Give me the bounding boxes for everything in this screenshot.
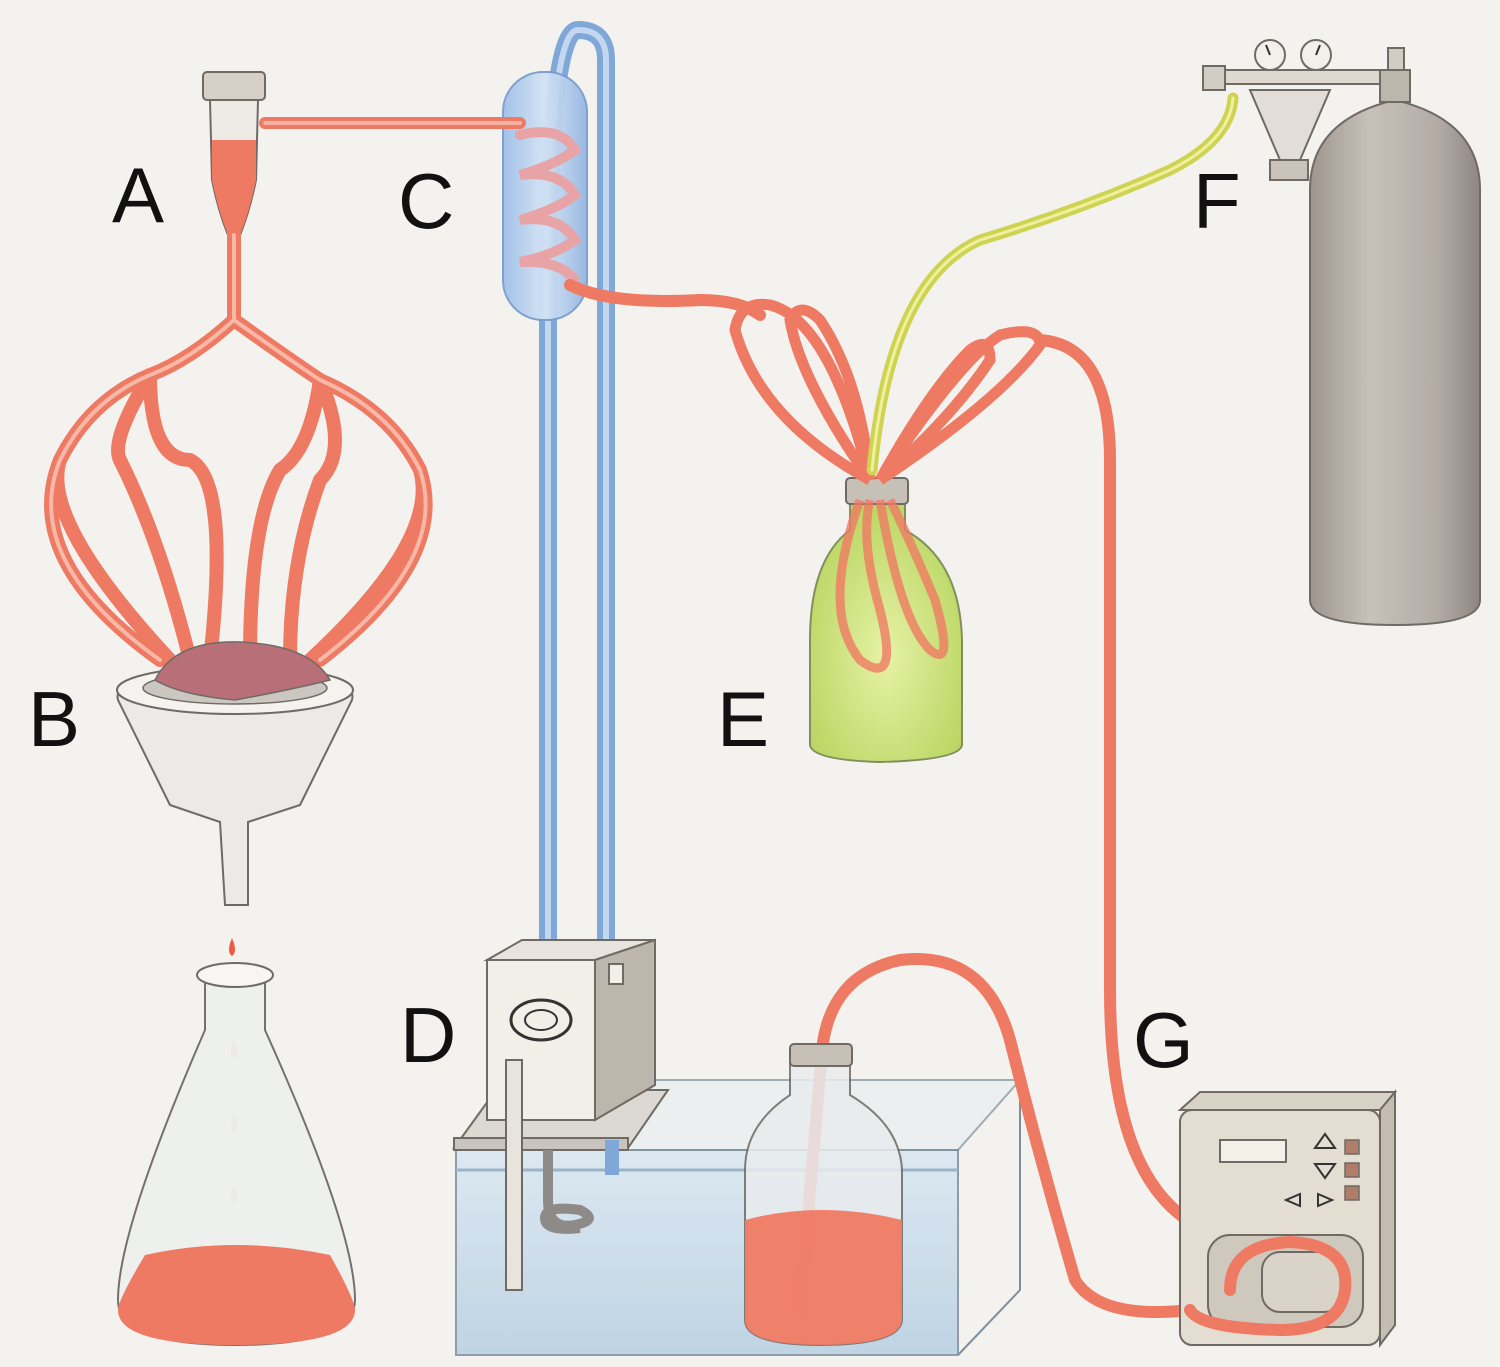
pump-tubing-loop xyxy=(1184,1235,1352,1337)
gas-cylinder xyxy=(1309,47,1481,627)
label-c: C xyxy=(398,157,454,245)
oxygenator-bottle xyxy=(729,298,1046,764)
label-b: B xyxy=(28,675,80,763)
collection-flask xyxy=(116,962,357,1347)
label-g: G xyxy=(1133,996,1194,1084)
label-f: F xyxy=(1193,157,1241,245)
reservoir-bottle xyxy=(744,1043,903,1347)
label-e: E xyxy=(717,675,769,763)
perfusate-reservoir-tube xyxy=(202,71,266,236)
label-a: A xyxy=(112,151,164,239)
peristaltic-pump xyxy=(1177,1089,1398,1348)
gas-regulator xyxy=(1202,39,1381,181)
vascular-branching-tree xyxy=(44,228,433,667)
heat-exchanger-coil xyxy=(502,71,588,321)
tissue-on-funnel xyxy=(116,641,354,906)
vascular-branching-tree-highlight xyxy=(49,233,428,662)
label-d: D xyxy=(400,991,456,1079)
